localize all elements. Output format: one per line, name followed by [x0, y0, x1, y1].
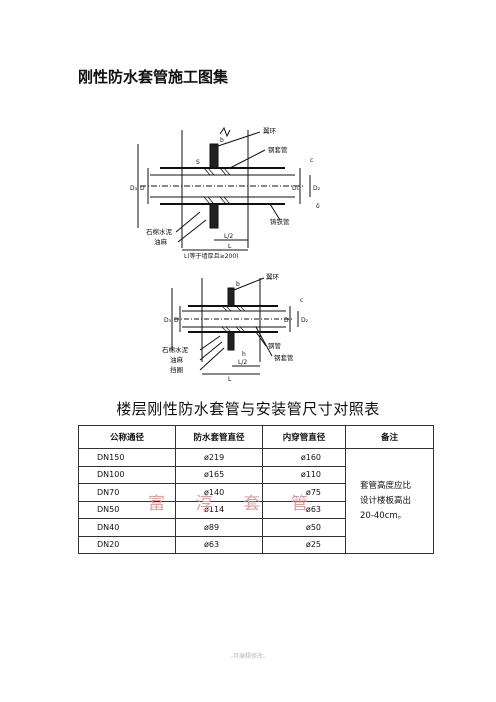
- page-title: 刚性防水套管施工图集: [78, 68, 229, 86]
- table-row: DN40 ø89 ø50: [78, 518, 434, 537]
- header-remarks: 备注: [345, 425, 434, 449]
- label-h: h: [242, 351, 246, 358]
- table-row: DN20 ø63 ø25: [78, 535, 434, 554]
- cell-sleeve: ø219: [175, 448, 263, 467]
- label-d1: D₁: [292, 185, 300, 192]
- label-c-2: c: [300, 297, 303, 304]
- label-ring-2: 翼环: [266, 273, 280, 281]
- cell-inner: ø63: [262, 500, 346, 519]
- label-r: δ: [316, 203, 320, 210]
- remarks-line: 20-40cm。: [360, 510, 407, 521]
- label-s: S: [196, 159, 200, 166]
- cell-remarks: 套管高度应比 设计楼板高出 20-40cm。: [345, 448, 434, 554]
- cell-nominal: DN50: [78, 500, 176, 519]
- cell-sleeve: ø140: [175, 483, 263, 502]
- label-d2-2: D₂: [301, 317, 309, 324]
- label-l2: L/2: [224, 233, 233, 240]
- cell-nominal: DN40: [78, 518, 176, 537]
- cell-sleeve: ø89: [175, 518, 263, 537]
- label-asbestos-cement: 石棉水泥: [146, 227, 173, 236]
- cell-nominal: DN70: [78, 483, 176, 502]
- label-d3: D₃: [130, 185, 138, 192]
- table-row: DN150 ø219 ø160 套管高度应比 设计楼板高出 20-40cm。: [78, 448, 434, 554]
- label-cast-iron-pipe: 铸铁管: [270, 217, 290, 226]
- label-l-note: L(等于墙厚且≥200): [184, 252, 239, 260]
- label-oil-hemp: 油麻: [154, 237, 168, 246]
- page-footer: -可编辑修改-: [230, 653, 266, 660]
- drawing-wall-sleeve-detail: 翼环 钢套管 铸铁管 石棉水泥 油麻 b c D₃ D D₁ D₂ L/2 L …: [130, 126, 321, 260]
- label-d-big: D: [140, 185, 145, 192]
- cell-inner: ø25: [262, 535, 346, 554]
- label-steel-pipe-2: 钢套管: [274, 353, 294, 362]
- table-row: DN100 ø165 ø110: [78, 465, 434, 484]
- label-b-2: b: [236, 281, 240, 288]
- label-steel-pipe: 钢套管: [268, 145, 288, 154]
- label-d2: D₂: [313, 185, 321, 192]
- sleeve-size-table: 公称通径 防水套管直径 内穿管直径 备注 DN150 ø219 ø160 套管高…: [78, 425, 434, 554]
- label-asbestos-cement-2: 石棉水泥: [162, 345, 189, 354]
- cell-inner: ø110: [262, 465, 346, 484]
- remarks-line: 设计楼板高出: [360, 495, 412, 506]
- label-steel-plate: 钢管: [268, 341, 282, 350]
- remarks-line: 套管高度应比: [360, 480, 412, 491]
- label-d3-2: D₃: [164, 317, 172, 324]
- label-stop-ring: 挡圈: [170, 365, 183, 374]
- label-c: c: [310, 157, 313, 164]
- header-inner-pipe-diameter: 内穿管直径: [262, 425, 346, 449]
- label-l2-2: L/2: [238, 359, 247, 366]
- table-title: 楼层刚性防水套管与安装管尺寸对照表: [116, 400, 380, 418]
- label-d-big-2: D: [174, 317, 179, 324]
- cell-sleeve: ø114: [175, 500, 263, 519]
- cell-sleeve: ø165: [175, 465, 263, 484]
- table-row: DN50 ø114 ø63: [78, 500, 434, 519]
- cell-inner: ø75: [262, 483, 346, 502]
- header-nominal-diameter: 公称通径: [78, 425, 176, 449]
- label-ring: 翼环: [263, 127, 277, 135]
- label-l-2: L: [228, 376, 232, 382]
- drawing-floor-sleeve-detail: 翼环 钢管 钢套管 石棉水泥 油麻 挡圈 L/2 L D₃ D D₁ D₂ b …: [162, 273, 309, 382]
- label-d1-2: D₁: [284, 317, 292, 324]
- cell-inner: ø160: [262, 448, 346, 467]
- label-oil-hemp-2: 油麻: [170, 355, 184, 364]
- cell-nominal: DN100: [78, 465, 176, 484]
- cell-nominal: DN20: [78, 535, 176, 554]
- table-header-row: 公称通径 防水套管直径 内穿管直径 备注: [78, 425, 434, 449]
- header-sleeve-diameter: 防水套管直径: [175, 425, 263, 449]
- label-l: L: [228, 243, 232, 250]
- cell-inner: ø50: [262, 518, 346, 537]
- cell-sleeve: ø63: [175, 535, 263, 554]
- cell-nominal: DN150: [78, 448, 176, 467]
- table-row: DN70 ø140 ø75: [78, 483, 434, 502]
- label-b: b: [220, 137, 224, 144]
